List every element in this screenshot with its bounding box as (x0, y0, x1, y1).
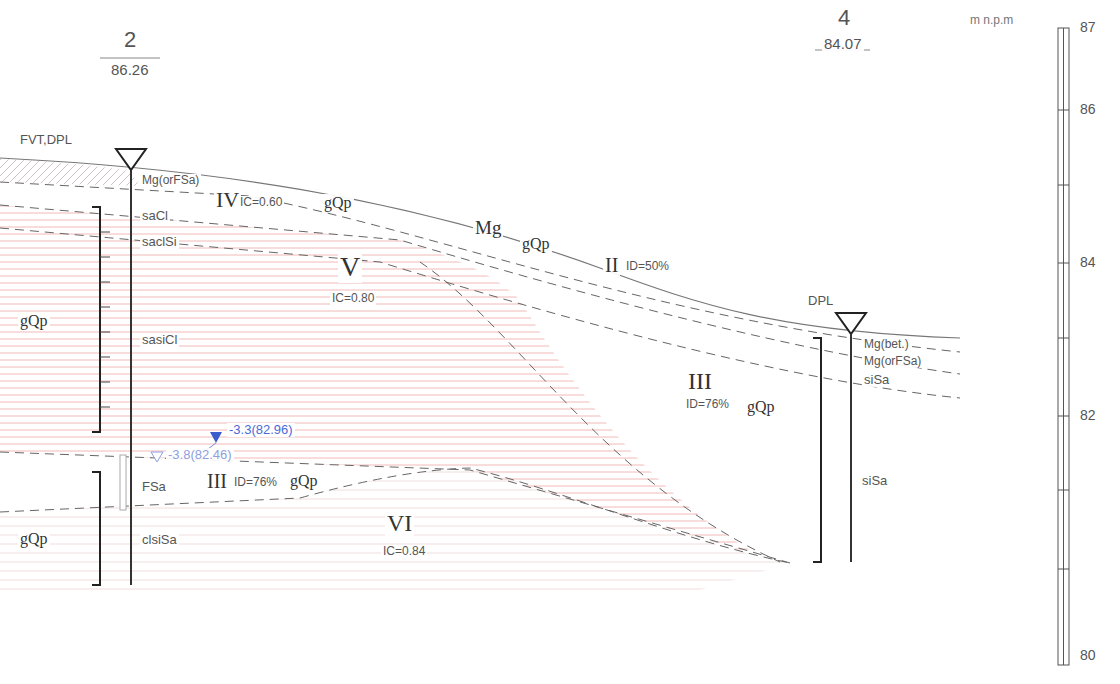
borehole-line (130, 170, 132, 585)
layer-boundary (0, 182, 960, 352)
layer-parameter: ID=50% (624, 260, 671, 273)
geology-symbol: gQp (520, 235, 552, 253)
soil-code: Mg(orFSa) (140, 174, 201, 187)
water-level-label: -3.3(82.96) (227, 423, 295, 437)
layer-parameter: ID=76% (684, 398, 731, 411)
scale-value: 80 (1078, 648, 1098, 663)
elevation: 86.26 (109, 62, 151, 79)
header-rule (100, 58, 160, 59)
layer-boundary (420, 262, 780, 562)
test-label: FVT,DPL (18, 133, 74, 147)
soil-code: Mg(bet.) (862, 338, 911, 351)
fill-hatch (0, 159, 140, 186)
borehole-number: 2 (122, 28, 138, 52)
scale-value: 84 (1078, 255, 1098, 270)
sample-bracket (92, 207, 100, 432)
layer-number: VI (385, 510, 414, 536)
soil-code: FSa (140, 480, 168, 494)
scale-value: 86 (1078, 102, 1098, 117)
borehole-symbol (836, 313, 866, 334)
soil-code: sasiCl (140, 333, 179, 347)
sample-bracket (813, 338, 821, 562)
layer-number: II (603, 254, 620, 276)
soil-code: Mg (473, 218, 503, 239)
layer-parameter: ID=76% (232, 476, 279, 489)
filter-symbol (120, 455, 126, 510)
geology-symbol: gQp (322, 194, 354, 212)
geology-symbol: gQp (745, 398, 777, 416)
layer-parameter: IC=0.84 (381, 545, 427, 558)
layer-number: III (686, 368, 714, 394)
soil-code: saCl (140, 209, 170, 223)
soil-code: siSa (860, 474, 889, 488)
soil-code: clsiSa (140, 533, 179, 547)
borehole-number: 4 (836, 6, 852, 30)
soil-code: Mg(orFSa) (862, 355, 923, 368)
layer-number: III (205, 470, 229, 492)
unit-label: m n.p.m (968, 14, 1015, 27)
layer-number: V (338, 252, 362, 283)
geology-symbol: gQp (18, 312, 50, 330)
layer-boundary (0, 452, 790, 563)
layer-boundary (0, 468, 790, 563)
ground-line (0, 158, 960, 338)
sample-bracket (92, 472, 100, 585)
elevation: 84.07 (822, 36, 864, 53)
layer-parameter: IC=0.80 (330, 292, 376, 305)
layer-boundary (0, 205, 960, 374)
geology-symbol: gQp (18, 530, 50, 548)
test-label: DPL (806, 294, 835, 308)
borehole-line (850, 334, 852, 562)
water-level (151, 452, 163, 462)
layer-parameter: IC=0.60 (238, 196, 284, 209)
water-level (210, 432, 222, 443)
geology-symbol: gQp (288, 472, 320, 490)
scale-bar (1058, 28, 1069, 665)
water-level-label: -3.8(82.46) (166, 448, 234, 462)
scale-value: 82 (1078, 408, 1098, 423)
soil-code: siSa (862, 373, 891, 387)
soil-code: saclSi (140, 235, 179, 249)
scale-value: 87 (1078, 20, 1098, 35)
borehole-symbol (116, 149, 146, 170)
